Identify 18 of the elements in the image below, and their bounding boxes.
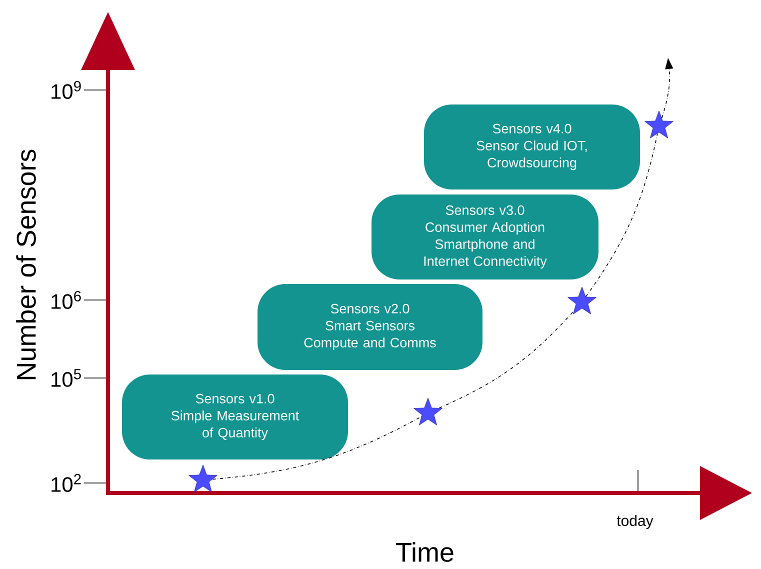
stage-box: Sensors v3.0 Consumer Adoption Smartphone and Internet Connectivity: [372, 194, 598, 280]
stage-box: Sensors v1.0 Simple Measurement of Quantity: [122, 374, 348, 460]
star-marker: [644, 110, 674, 138]
trend-curve: [585, 133, 658, 298]
trend-curve: [438, 310, 574, 408]
axis-title: Time: [396, 542, 454, 562]
stage-box: Sensors v4.0 Sensor Cloud IOT, Crowdsourcing: [424, 104, 640, 190]
axis-label: 10$^{6}$: [52, 291, 81, 309]
star-marker: [188, 464, 218, 492]
axis-label: today: [616, 515, 654, 529]
stage-box: Sensors v2.0 Smart Sensors Compute and Comms: [258, 284, 482, 370]
star-marker: [414, 398, 442, 426]
axis-label: 10$^{5}$: [52, 369, 81, 387]
trend-curve: [212, 416, 422, 480]
star-marker: [568, 286, 596, 314]
axis-label: 10$^{2}$: [52, 474, 81, 492]
axis-title: Number of Sensors: [16, 150, 36, 380]
axis-label: 10$^{9}$: [52, 81, 81, 99]
